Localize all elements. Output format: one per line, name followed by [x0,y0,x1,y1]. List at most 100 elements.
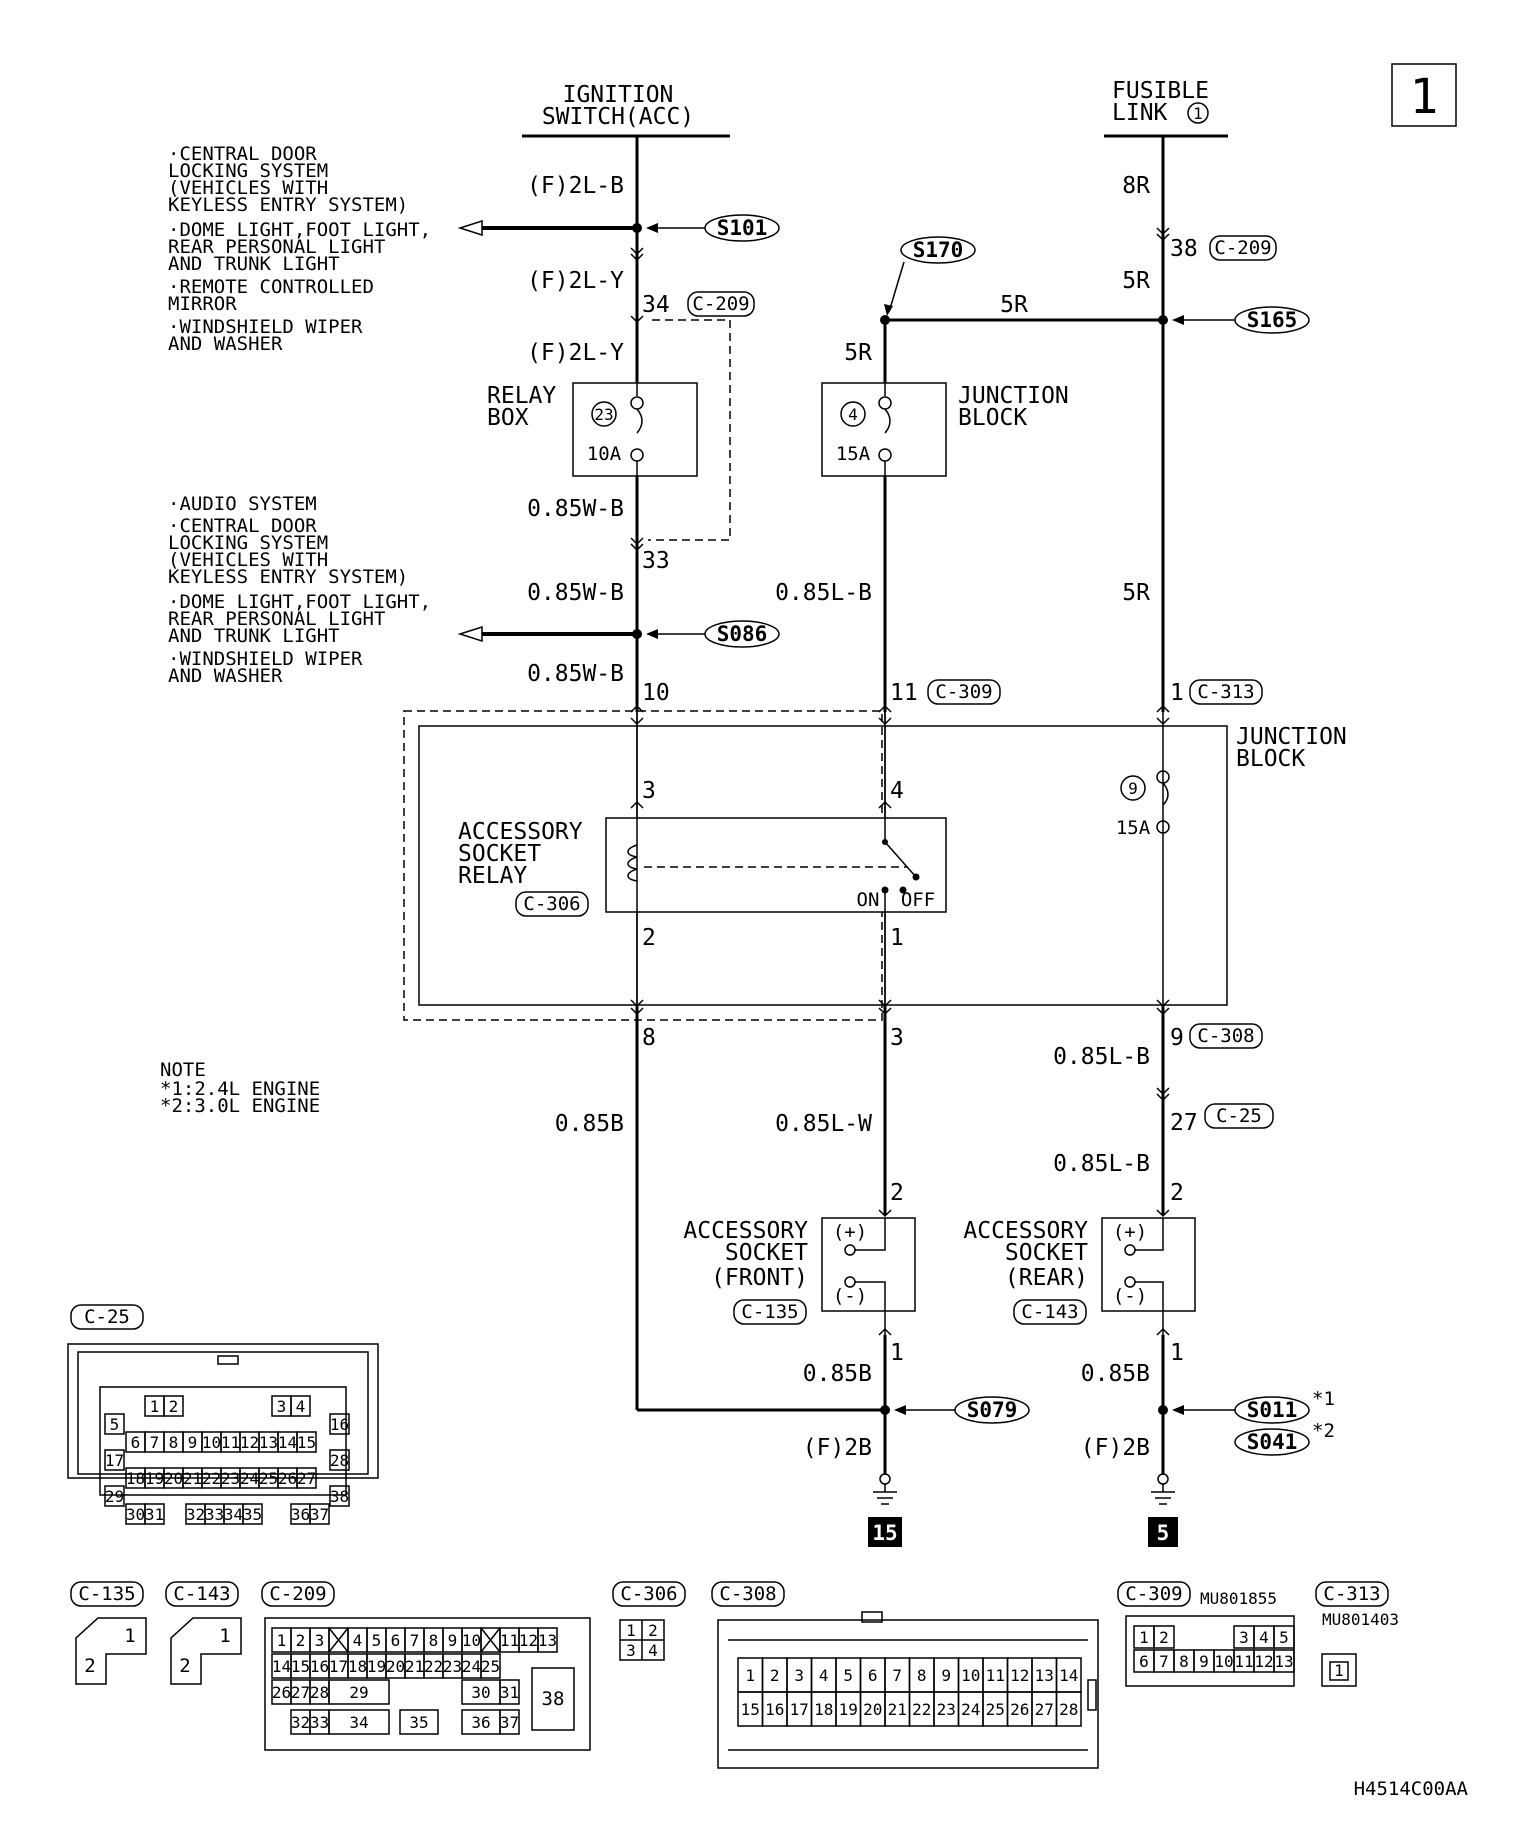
svg-text:(+): (+) [833,1221,867,1243]
svg-text:SOCKET: SOCKET [458,841,541,867]
svg-text:0.85L-B: 0.85L-B [775,580,872,606]
connector-ref-c209-b: C-209 [1209,235,1277,261]
c209-pin-label: 37 [500,1713,519,1732]
c308-pin-label: 25 [986,1700,1005,1719]
svg-text:*1:2.4L ENGINE: *1:2.4L ENGINE [160,1078,320,1100]
svg-text:2: 2 [890,1180,904,1206]
connector-refs: C-209 C-209 C-309 C-313 C-306 C-308 C-25 [515,235,1277,1325]
c309-pin-label: 9 [1199,1652,1209,1671]
ground-rear-icon: 5 [1148,1473,1178,1547]
c25-pin-label: 31 [145,1505,164,1524]
accessory-socket-front: ACCESSORY SOCKET (FRONT) (+) (-) [683,1217,916,1312]
svg-text:KEYLESS ENTRY SYSTEM): KEYLESS ENTRY SYSTEM) [168,566,408,588]
c309-pin-label: 7 [1159,1652,1169,1671]
svg-text:(F)2L-B: (F)2L-B [527,173,624,199]
c308-pin-label: 24 [961,1700,980,1719]
svg-text:0.85W-B: 0.85W-B [527,661,624,687]
c209-pin-label: 13 [538,1631,557,1650]
connector-ref-c143: C-143 [1013,1299,1087,1325]
c209-pin-label: 19 [367,1657,386,1676]
splice-s079: S079 [894,1396,1030,1424]
c309-part-number: MU801855 [1200,1589,1277,1608]
c308-pin-label: 1 [745,1666,755,1685]
svg-text:(F)2L-Y: (F)2L-Y [527,268,624,294]
c308-pin-label: 4 [819,1666,829,1685]
c25-pin [163,1395,184,1417]
svg-text:BLOCK: BLOCK [1236,746,1305,772]
c25-pin [144,1503,165,1525]
relay-box-fuse-number: 23 [594,405,613,424]
svg-text:*1: *1 [1312,1388,1335,1410]
svg-text:C-308: C-308 [719,1583,776,1605]
svg-text:REAR PERSONAL LIGHT: REAR PERSONAL LIGHT [168,236,385,258]
svg-text:C-309: C-309 [1125,1583,1182,1605]
c308-pin-label: 16 [765,1700,784,1719]
relay-box-fuse-amp: 10A [587,443,622,465]
svg-text:5R: 5R [844,340,872,366]
c209-pin [399,1709,439,1735]
svg-text:(-): (-) [1113,1285,1147,1307]
svg-text:C-306: C-306 [620,1583,677,1605]
svg-text:S041: S041 [1247,1430,1298,1454]
svg-text:(VEHICLES WITH: (VEHICLES WITH [168,177,328,199]
connector-ref-c308: C-308 [1189,1023,1263,1049]
c25-pin [329,1413,350,1435]
svg-text:ACCESSORY: ACCESSORY [963,1218,1088,1244]
svg-text:LOCKING SYSTEM: LOCKING SYSTEM [168,532,328,554]
c25-pin-label: 32 [186,1505,205,1524]
svg-text:S011: S011 [1247,1398,1298,1422]
svg-text:(+): (+) [1113,1221,1147,1243]
c25-pin-label: 14 [278,1433,297,1452]
c25-pin-label: 35 [243,1505,262,1524]
left-notes-bottom: ·AUDIO SYSTEM ·CENTRAL DOOR LOCKING SYST… [168,493,431,687]
c209-pin-label: 16 [310,1657,329,1676]
ignition-switch-label: IGNITION SWITCH(ACC) [522,82,730,138]
svg-text:S079: S079 [967,1398,1018,1422]
c25-pin [290,1395,311,1417]
fusible-link-label: FUSIBLE LINK 1 [1104,78,1228,138]
fusible-link-number: 1 [1193,104,1203,123]
svg-text:C-143: C-143 [1021,1301,1078,1323]
c308-pin-label: 2 [770,1666,780,1685]
left-notes-top: ·CENTRAL DOOR LOCKING SYSTEM (VEHICLES W… [168,143,431,355]
svg-text:REAR PERSONAL LIGHT: REAR PERSONAL LIGHT [168,608,385,630]
c308-pin-label: 27 [1035,1700,1054,1719]
svg-text:S170: S170 [913,238,964,262]
svg-text:FUSIBLE: FUSIBLE [1112,78,1209,104]
splice-s165: S165 [1172,306,1310,334]
svg-text:ACCESSORY: ACCESSORY [458,819,583,845]
c25-pin-label: 1 [150,1397,160,1416]
svg-text:2: 2 [84,1655,95,1677]
svg-text:SWITCH(ACC): SWITCH(ACC) [542,104,694,130]
connector-view-c313: C-313 MU801403 1 [1315,1581,1399,1687]
c209-pin-label: 20 [386,1657,405,1676]
c25-pin-label: 37 [310,1505,329,1524]
splice-s101: S101 [646,214,780,242]
c308-pin-label: 17 [790,1700,809,1719]
c308-pin-label: 5 [843,1666,853,1685]
junction-block-main: JUNCTION BLOCK 9 15A [403,710,1347,1021]
c209-pin-label: 25 [481,1657,500,1676]
splice-s086: S086 [646,620,780,648]
svg-text:BLOCK: BLOCK [958,405,1027,431]
c309-pin-label: 4 [1259,1628,1269,1647]
svg-text:15A: 15A [836,443,871,465]
c308-pin-label: 12 [1010,1666,1029,1685]
c25-pin [104,1413,125,1435]
c209-pin-label: 26 [272,1683,291,1702]
c308-pin-label: 8 [917,1666,927,1685]
connector-ref-c209-a: C-209 [687,291,755,317]
c209-pin-label: 36 [471,1713,490,1732]
c209-pin-label: 7 [410,1631,420,1650]
c308-pin-label: 22 [912,1700,931,1719]
c309-pin [1153,1625,1175,1649]
c25-pin [104,1449,125,1471]
svg-text:C-309: C-309 [935,681,992,703]
c308-pin-label: 15 [741,1700,760,1719]
c25-pin-label: 29 [105,1487,124,1506]
c25-pin-label: 20 [164,1469,183,1488]
c209-pin-label: 18 [348,1657,367,1676]
